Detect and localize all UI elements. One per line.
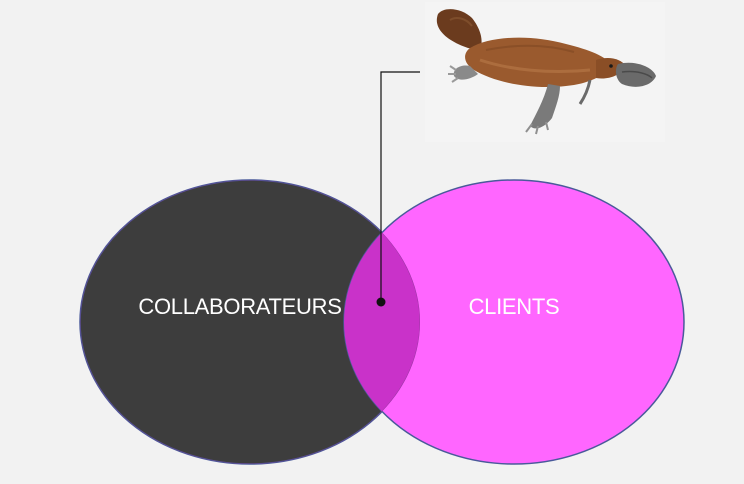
set-label-collaborateurs: COLLABORATEURS	[138, 294, 341, 319]
callout-anchor-dot	[376, 297, 386, 307]
platypus-illustration-icon	[425, 2, 665, 142]
callout-connector-line	[380, 71, 420, 302]
set-label-clients: CLIENTS	[469, 294, 560, 319]
